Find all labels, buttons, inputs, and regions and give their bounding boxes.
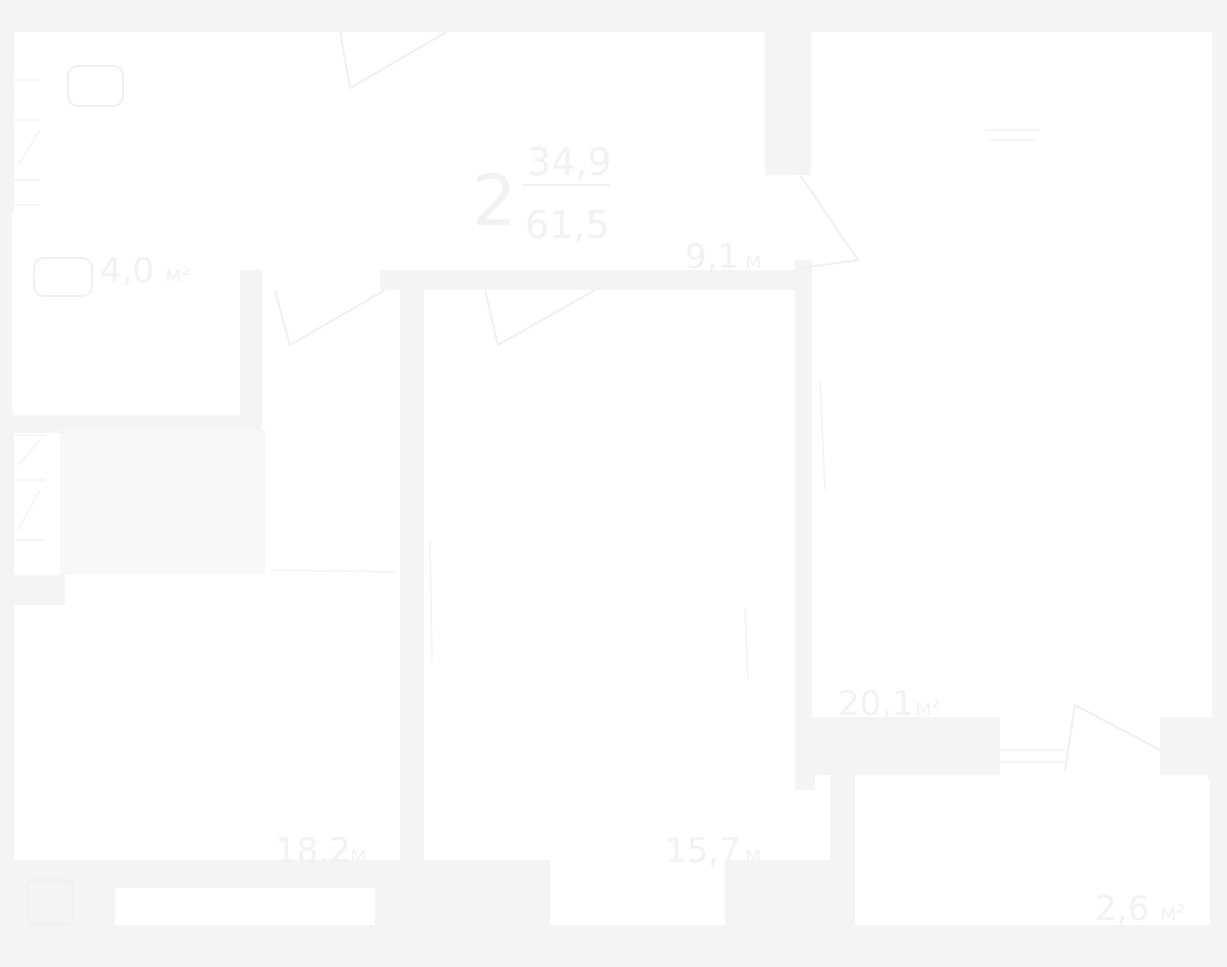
room-area-bedroom-middle: 15,7 — [665, 831, 741, 871]
closet-line — [269, 569, 396, 573]
door-bedroom-left — [274, 289, 386, 347]
door-balcony — [1064, 703, 1161, 771]
room-hall — [265, 32, 765, 270]
room-area-storage: 4,0 — [100, 251, 154, 291]
room-area-hall: 9,1 — [685, 237, 739, 277]
room-area-bedroom-left: 18,2 — [275, 831, 351, 871]
room-unit-bedroom-left: м — [350, 843, 367, 868]
door-swings — [274, 29, 1161, 771]
stove — [27, 879, 74, 926]
fixtures — [14, 40, 1065, 926]
sink-storage — [33, 257, 93, 297]
room-unit-bedroom-middle: м — [745, 843, 762, 868]
bedroom-marks — [429, 539, 749, 681]
room-bedroom-left-upper — [265, 290, 400, 860]
window-marks-left-top — [14, 79, 40, 206]
room-unit-balcony: м² — [1160, 901, 1185, 926]
sink-bathroom — [67, 65, 124, 107]
room-living — [812, 32, 1212, 717]
door-hall-top — [339, 29, 451, 90]
door-bedroom-middle — [484, 289, 596, 347]
rooms — [12, 32, 1212, 925]
room-storage — [12, 212, 240, 412]
total-area: 61,5 — [525, 203, 610, 247]
room-balcony — [855, 780, 1210, 925]
living-area: 34,9 — [527, 140, 612, 184]
room-bathroom — [60, 40, 250, 175]
balcony-sill — [1000, 749, 1065, 763]
labels: 2 34,9 61,5 4,0 м² 9,1 м 20,1 м² 18,2 м … — [100, 140, 1185, 929]
room-area-balcony: 2,6 — [1095, 889, 1149, 929]
living-mark — [985, 129, 1040, 141]
window-marks-left-mid — [16, 434, 45, 541]
living-window — [819, 379, 826, 491]
room-unit-storage: м² — [165, 263, 190, 288]
room-unit-hall: м — [745, 249, 762, 274]
room-bedroom-middle — [424, 290, 795, 860]
door-living — [799, 174, 860, 269]
room-unit-living: м² — [915, 696, 940, 721]
window-diagonals — [17, 129, 41, 531]
flat-type: 2 — [472, 160, 517, 242]
room-area-living: 20,1 — [838, 684, 914, 724]
